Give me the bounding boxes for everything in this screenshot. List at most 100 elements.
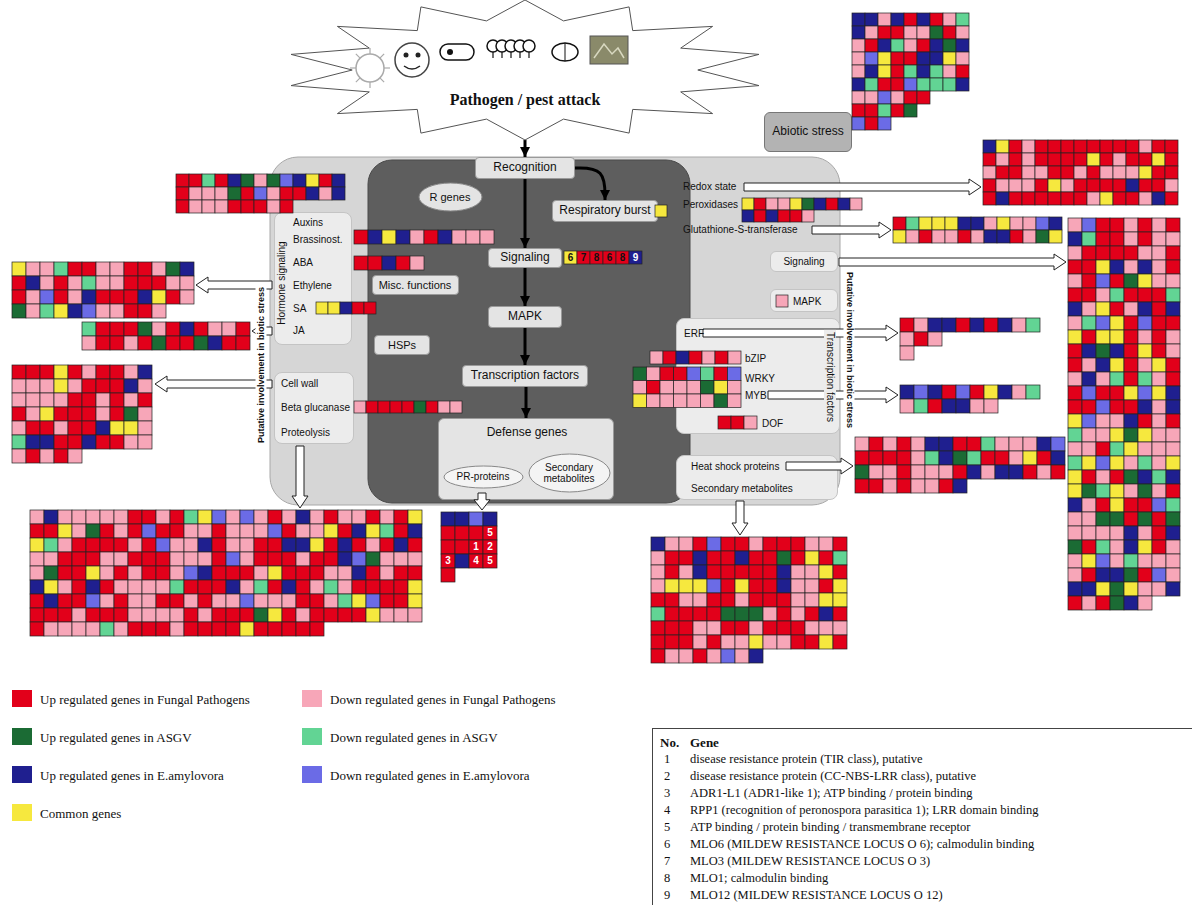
heatmap-cell	[180, 262, 194, 276]
heatmap-cell	[1096, 288, 1110, 302]
heatmap-cell	[679, 565, 693, 579]
heatmap-cell	[731, 416, 744, 429]
heatmap-cell	[338, 510, 352, 524]
heatmap-cell	[1110, 260, 1124, 274]
heatmap-cell	[1152, 512, 1166, 526]
heatmap-cell	[687, 367, 701, 381]
heatmap-cell	[791, 593, 805, 607]
heatmap-cell	[1037, 465, 1051, 479]
heatmap-cell	[749, 565, 763, 579]
heatmap-cell	[1166, 288, 1180, 302]
heatmap-cell	[1152, 179, 1165, 192]
heatmap-cell	[819, 607, 833, 621]
heatmap-cell	[30, 510, 44, 524]
heatmap-cell	[1096, 442, 1110, 456]
heatmap-cell	[156, 538, 170, 552]
heatmap-cell	[735, 579, 749, 593]
heatmap-cell	[110, 421, 124, 435]
heatmap-cell	[26, 407, 40, 421]
heatmap-cell	[1124, 344, 1138, 358]
heatmap-cell	[1096, 316, 1110, 330]
node-text: Abiotic stress	[772, 125, 843, 139]
heatmap-cell	[802, 210, 814, 222]
heatmap-cell	[58, 580, 72, 594]
heatmap-cell	[176, 174, 189, 187]
heatmap-cell	[128, 552, 142, 566]
heatmap-cell	[689, 351, 702, 364]
heatmap-cell	[693, 537, 707, 551]
node-text: Signaling	[783, 256, 824, 268]
heatmap-cell	[366, 524, 380, 538]
heatmap-cell	[1110, 470, 1124, 484]
heatmap-cell	[54, 365, 68, 379]
heatmap-cell	[338, 552, 352, 566]
heatmap-cell	[366, 594, 380, 608]
heatmap-cell	[441, 512, 455, 526]
heatmap-cell	[763, 537, 777, 551]
heatmap-cell	[1124, 582, 1138, 596]
heatmap-cell	[956, 39, 969, 52]
heatmap-cell	[268, 622, 282, 636]
heatmap-cell	[1124, 428, 1138, 442]
heatmap-cell	[1110, 330, 1124, 344]
heatmap-cell	[777, 579, 791, 593]
heatmap-cell	[114, 510, 128, 524]
heatmap-cell	[1166, 400, 1180, 414]
heatmap-cell	[212, 510, 226, 524]
heatmap-cell	[983, 153, 996, 166]
heatmap-cell	[226, 566, 240, 580]
heatmap-cell	[310, 622, 324, 636]
node-text: Beta glucanase	[281, 403, 350, 413]
heatmap-cell	[306, 174, 319, 187]
heatmap-cell	[819, 537, 833, 551]
heatmap-cell	[240, 538, 254, 552]
heatmap-cell	[170, 580, 184, 594]
heatmap-cell	[833, 579, 847, 593]
heatmap-cell	[226, 524, 240, 538]
heatmap-cell	[100, 622, 114, 636]
heatmap-cell	[805, 551, 819, 565]
heatmap-cell	[749, 593, 763, 607]
heatmap-cell	[911, 451, 925, 465]
heatmap-cell	[138, 379, 152, 393]
heatmap-cell	[86, 552, 100, 566]
heatmap-cell	[956, 65, 969, 78]
heatmap-cell	[469, 512, 483, 526]
heatmap-cell	[128, 510, 142, 524]
heatmap-cell	[30, 608, 44, 622]
heatmap-cell	[156, 566, 170, 580]
heatmap-cell	[441, 540, 455, 554]
heatmap-cell	[900, 346, 914, 360]
heatmap-cell	[744, 416, 757, 429]
heatmap-cell	[1110, 526, 1124, 540]
heatmap-cell	[897, 479, 911, 493]
heatmap-cell	[30, 538, 44, 552]
heatmap-cell	[1035, 166, 1048, 179]
heatmap-cell	[891, 104, 904, 117]
heatmap-cell	[914, 332, 928, 346]
heatmap-cell	[869, 479, 883, 493]
virus-face-icon	[395, 43, 429, 77]
heatmap-cell	[180, 336, 194, 350]
heatmap-cell	[1110, 512, 1124, 526]
heatmap-cell	[241, 200, 254, 213]
heatmap-cell	[1023, 451, 1037, 465]
heatmap-cell	[735, 565, 749, 579]
heatmap-cell	[679, 649, 693, 663]
heatmap-cell	[30, 552, 44, 566]
table-cell: MLO6 (MILDEW RESISTANCE LOCUS O 6); calm…	[690, 838, 1034, 851]
heatmap-cell	[942, 399, 956, 413]
heatmap-cell	[189, 187, 202, 200]
table-cell: Gene	[690, 736, 719, 749]
heatmap-cell	[971, 230, 984, 243]
legend-swatch	[302, 766, 322, 783]
heatmap-cell	[44, 580, 58, 594]
process-box: MAPK	[488, 306, 562, 328]
heatmap-cell	[1023, 217, 1036, 230]
heatmap-cell	[68, 290, 82, 304]
heatmap-cell	[455, 512, 469, 526]
heatmap-cell	[30, 524, 44, 538]
heatmap-cell	[996, 179, 1009, 192]
heatmap-cell	[254, 552, 268, 566]
heatmap-cell	[58, 538, 72, 552]
